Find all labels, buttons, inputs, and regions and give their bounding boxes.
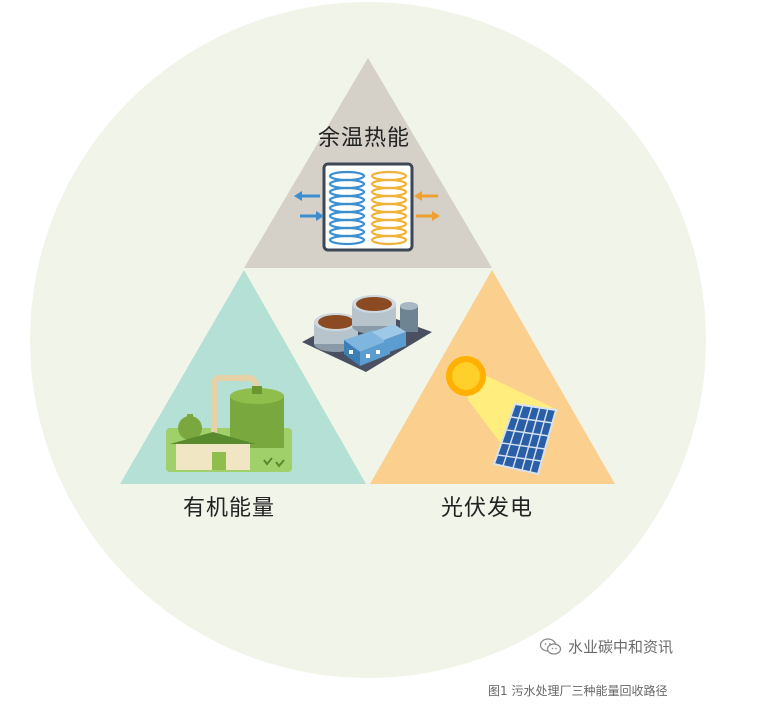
wechat-icon xyxy=(540,637,562,655)
biogas-plant-icon xyxy=(166,375,292,472)
node-label-waste-heat: 余温热能 xyxy=(318,126,411,151)
right-triangle xyxy=(370,270,615,484)
watermark: 水业碳中和资讯 xyxy=(540,636,673,657)
node-label-photovoltaic: 光伏发电 xyxy=(441,496,534,521)
node-label-organic-energy: 有机能量 xyxy=(183,496,276,521)
cold-flow-arrows-icon xyxy=(294,191,324,221)
solar-power-icon xyxy=(446,356,558,476)
solar-panel-icon xyxy=(492,402,558,476)
figure-caption: 图1 污水处理厂三种能量回收路径 xyxy=(488,684,668,698)
hot-flow-arrows-icon xyxy=(414,191,440,221)
treatment-plant-icon xyxy=(302,295,432,372)
heat-exchanger-icon xyxy=(294,162,440,252)
center-triangle xyxy=(246,270,490,482)
watermark-text: 水业碳中和资讯 xyxy=(568,638,674,656)
